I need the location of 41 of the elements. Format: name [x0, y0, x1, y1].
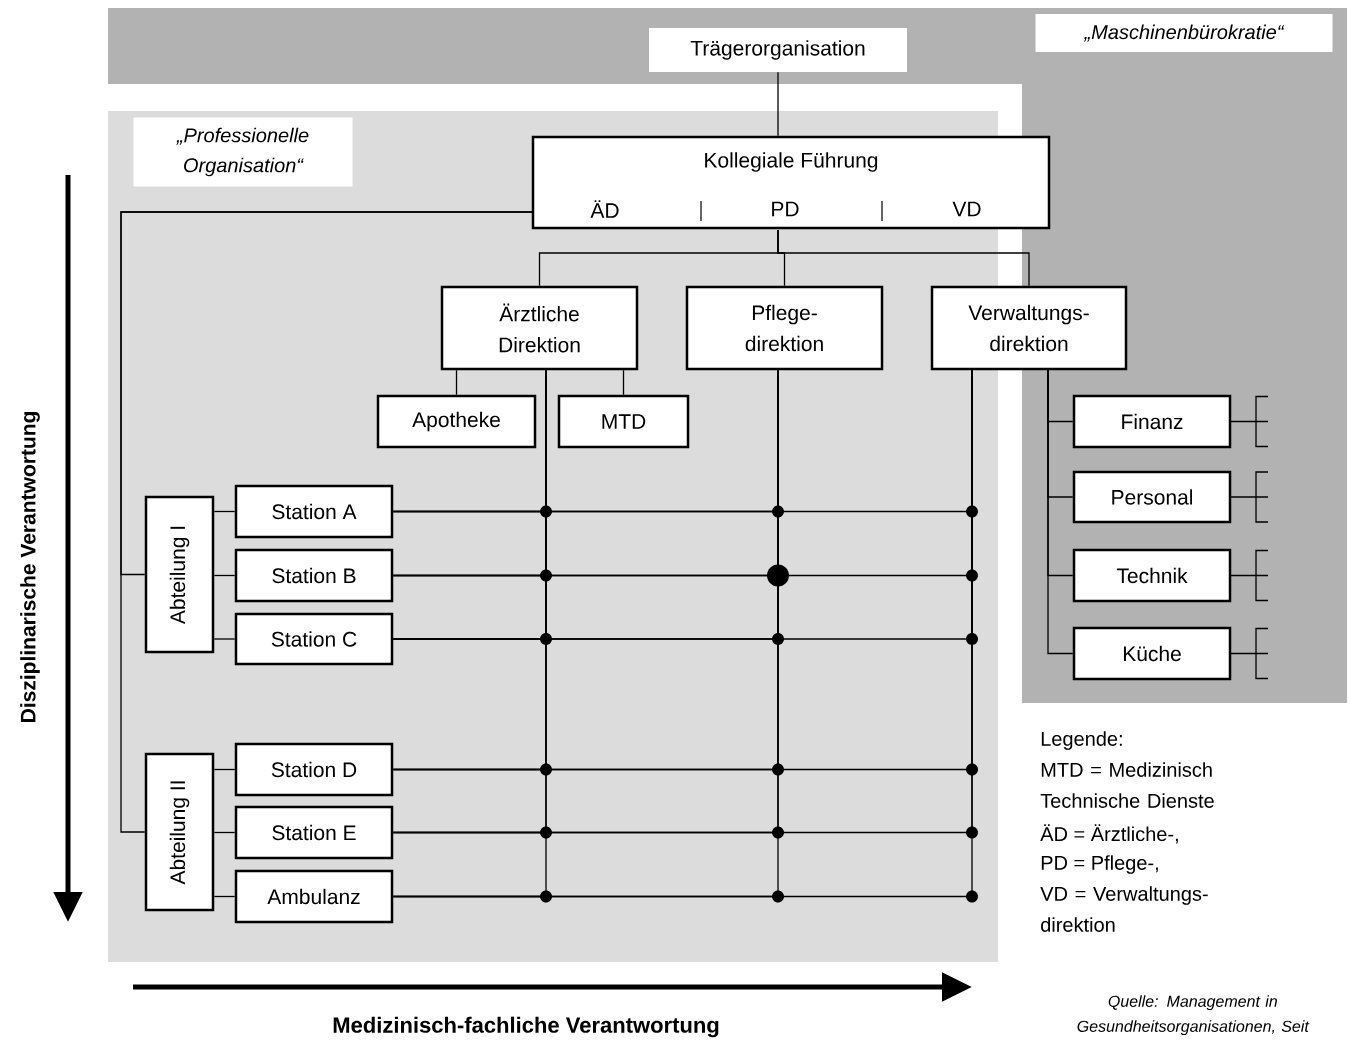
connector-line: [213, 768, 236, 771]
axis-label: Disziplinarische Verantwortung: [20, 412, 40, 722]
directorate-box: Ärztliche Direktion: [440, 285, 639, 371]
ward-box: Station E: [234, 805, 394, 860]
ward-box: Station C: [234, 612, 394, 666]
directorate-box: Verwaltungs- direktion: [930, 285, 1128, 371]
legend-text: PD = Pflege-,: [1041, 855, 1158, 874]
connector-line: [1047, 369, 1074, 655]
department-box: Personal: [1072, 470, 1232, 524]
unit-box: Apotheke: [376, 394, 537, 449]
org-box: Trägerorganisation: [649, 28, 907, 72]
directorate-box: Pflege- direktion: [685, 285, 884, 371]
connector-line: [213, 831, 236, 834]
connector-line: [455, 369, 458, 396]
ward-box: Station D: [234, 742, 394, 797]
department-box: Küche: [1072, 626, 1232, 681]
unit-box: MTD: [557, 394, 690, 449]
department-box: Finanz: [1072, 394, 1232, 449]
legend-text: ÄD = Ärztliche-,: [1040, 824, 1178, 844]
board-box: Kollegiale Führung ÄD PD VD: [531, 135, 1051, 230]
label-patch: „Maschinenbürokratie“: [1035, 14, 1333, 52]
connector-line: [120, 211, 533, 833]
legend-heading: Legende:: [1041, 731, 1122, 750]
axis-label: Medizinisch-fachliche Verantwortung: [333, 1016, 719, 1038]
connector-line: [213, 638, 236, 640]
connector-line: [213, 510, 236, 513]
connector-line: [777, 71, 779, 137]
ward-box: Station B: [234, 548, 394, 603]
department-box: Abteilung II: [144, 752, 215, 912]
connector-line: [777, 229, 1030, 287]
legend-text: VD = Verwaltungs- direktion: [1040, 886, 1208, 932]
ward-box: Ambulanz: [234, 869, 394, 924]
department-box: Abteilung I: [144, 495, 215, 654]
ward-box: Station A: [234, 484, 394, 539]
label-patch: „Professionelle Organisation“: [133, 117, 353, 187]
connector-line: [622, 369, 625, 396]
legend-text: MTD = Medizinisch Technische Dienste: [1040, 762, 1214, 808]
connector-line: [213, 574, 236, 577]
source-note: Quelle: Management in Gesundheitsorganisationen, Seit: [1077, 995, 1310, 1036]
department-box: Technik: [1072, 548, 1232, 603]
connector-line: [213, 895, 236, 898]
